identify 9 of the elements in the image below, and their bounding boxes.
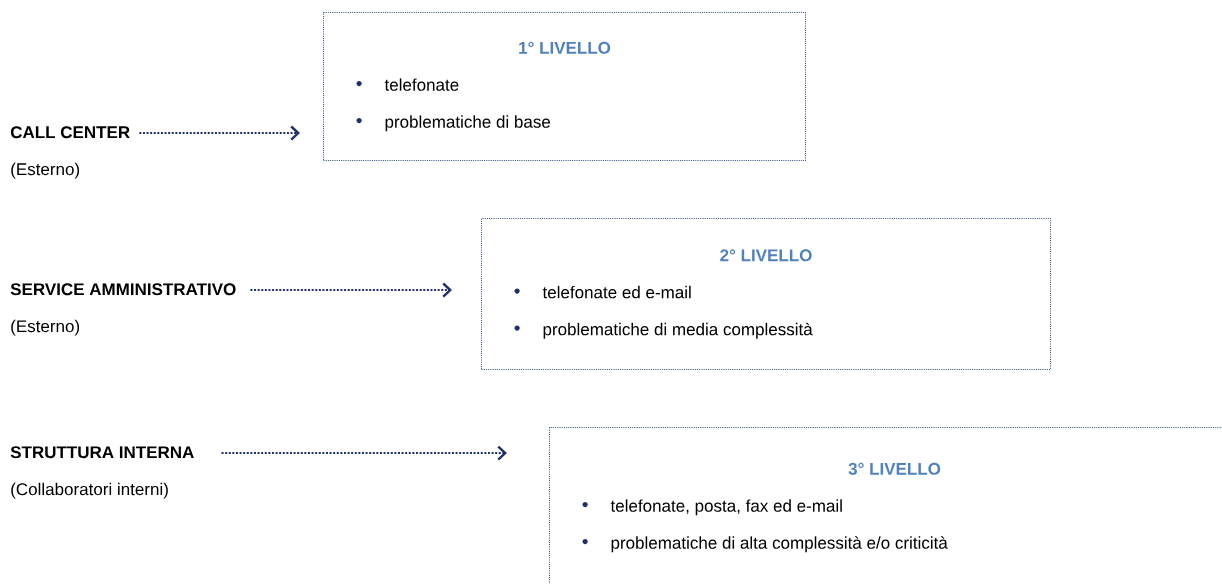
arrow: [250, 282, 452, 298]
source-label: STRUTTURA INTERNA (Collaboratori interni): [10, 446, 194, 499]
source-label: CALL CENTER (Esterno): [10, 126, 130, 179]
level-box: 3° LIVELLO telefonate, posta, fax ed e-mail problematiche di alta complessità e/o criticità: [549, 427, 1222, 584]
source-label: SERVICE AMMINISTRATIVO (Esterno): [10, 283, 236, 336]
level-box: 1° LIVELLO telefonate problematiche di base: [323, 12, 806, 161]
level-box: 2° LIVELLO telefonate ed e-mail problematiche di media complessità: [481, 218, 1051, 370]
arrow: [221, 445, 507, 461]
arrow: [139, 125, 300, 141]
